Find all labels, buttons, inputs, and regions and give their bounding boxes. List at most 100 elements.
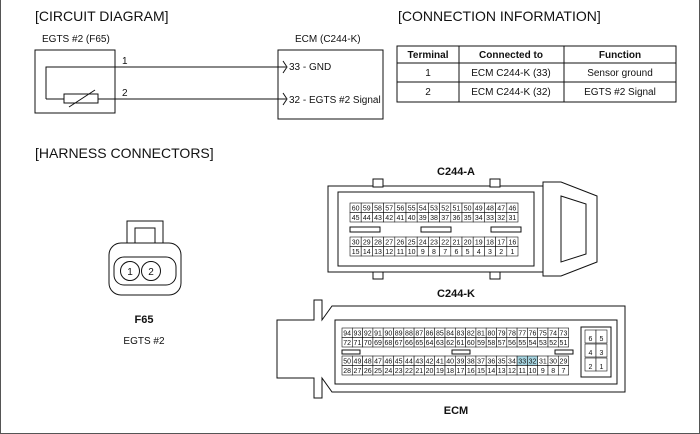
table-cell-r2-connected: ECM C244-K (32) (471, 87, 550, 98)
pin-number: 16 (509, 239, 517, 246)
pin-number: 7 (443, 249, 447, 256)
pin-number: 24 (419, 239, 427, 246)
pin-number: 12 (508, 368, 516, 375)
pin-number: 49 (475, 205, 483, 212)
pin-number: 29 (560, 358, 568, 365)
pin-number: 4 (589, 350, 593, 357)
pin-number: 53 (539, 340, 547, 347)
pin-number: 13 (374, 249, 382, 256)
pin-number: 71 (354, 340, 362, 347)
pin-number: 3 (600, 350, 604, 357)
pin-number: 33 (486, 215, 494, 222)
pin-number: 19 (475, 239, 483, 246)
pin-number: 6 (589, 336, 593, 343)
pin-number: 21 (415, 368, 423, 375)
pin-number: 41 (397, 215, 405, 222)
pin-number: 87 (415, 330, 423, 337)
pin-number: 22 (441, 239, 449, 246)
pin-number: 48 (486, 205, 494, 212)
pin-number: 12 (385, 249, 393, 256)
pin-number: 55 (408, 205, 416, 212)
pin-number: 33 (518, 358, 526, 365)
pin-number: 67 (395, 340, 403, 347)
pin-number: 5 (600, 336, 604, 343)
f65-title: F65 (135, 314, 154, 326)
pin-number: 52 (549, 340, 557, 347)
sensor-label: EGTS #2 (F65) (42, 34, 110, 45)
pin-number: 89 (395, 330, 403, 337)
pin-number: 62 (446, 340, 454, 347)
pin-number: 16 (467, 368, 475, 375)
pin-number: 90 (384, 330, 392, 337)
pin-number: 50 (464, 205, 472, 212)
pin-number: 8 (432, 249, 436, 256)
pin-number: 63 (436, 340, 444, 347)
pin-number: 23 (395, 368, 403, 375)
pin-number: 39 (419, 215, 427, 222)
pin-number: 40 (446, 358, 454, 365)
pin-number: 92 (364, 330, 372, 337)
pin-number: 15 (477, 368, 485, 375)
pin-number: 43 (374, 215, 382, 222)
ecm-title: ECM (444, 405, 468, 417)
pin-number: 59 (363, 205, 371, 212)
pin-number: 18 (486, 239, 494, 246)
pin-number: 47 (374, 358, 382, 365)
f65-subtitle: EGTS #2 (123, 336, 165, 347)
pin-number: 48 (364, 358, 372, 365)
pin-number: 1 (600, 364, 604, 371)
pin-number: 30 (549, 358, 557, 365)
pin-number: 8 (551, 368, 555, 375)
pin33-label: 33 - GND (289, 62, 331, 73)
resistor-arrow (68, 89, 96, 108)
pin-number: 35 (464, 215, 472, 222)
table-cell-r1-function: Sensor ground (587, 68, 653, 79)
pin-number: 94 (343, 330, 351, 337)
pin-number: 65 (415, 340, 423, 347)
pin-number: 13 (498, 368, 506, 375)
pin-number: 32 (497, 215, 505, 222)
pin-number: 2 (589, 364, 593, 371)
pin-number: 51 (453, 205, 461, 212)
table-cell-r2-terminal: 2 (425, 87, 431, 98)
pin-number: 32 (529, 358, 537, 365)
pin-cell (595, 343, 608, 358)
pin-number: 11 (397, 249, 404, 256)
pin-number: 17 (457, 368, 465, 375)
ecm-label: ECM (C244-K) (295, 34, 361, 45)
pin-number: 10 (529, 368, 537, 375)
pin-number: 42 (426, 358, 434, 365)
pin-number: 41 (436, 358, 444, 365)
pin-number: 73 (560, 330, 568, 337)
c244k-body (276, 299, 626, 399)
pin-number: 57 (385, 205, 393, 212)
pin-number: 55 (518, 340, 526, 347)
pin-number: 59 (477, 340, 485, 347)
table-cell-r1-terminal: 1 (425, 68, 431, 79)
wire-2-number: 2 (122, 88, 128, 99)
pin-number: 83 (457, 330, 465, 337)
pin-number: 9 (541, 368, 545, 375)
table-header-connected: Connected to (479, 50, 543, 61)
pin-number: 22 (405, 368, 413, 375)
c244a-body (327, 178, 598, 280)
pin-number: 25 (408, 239, 416, 246)
pin-number: 75 (539, 330, 547, 337)
pin-number: 78 (508, 330, 516, 337)
pin-number: 42 (385, 215, 393, 222)
connection-info-heading: [CONNECTION INFORMATION] (398, 8, 601, 24)
f65-connector: 1 2 (108, 220, 182, 296)
pin-number: 14 (487, 368, 495, 375)
pin-cell (595, 329, 608, 344)
pin-number: 38 (430, 215, 438, 222)
ecm-box (277, 49, 384, 120)
pin-number: 49 (354, 358, 362, 365)
pin-number: 79 (498, 330, 506, 337)
pin-number: 36 (453, 215, 461, 222)
pin-cell (557, 365, 569, 376)
resistor-symbol (63, 93, 99, 104)
pin-number: 27 (385, 239, 393, 246)
pin-number: 30 (352, 239, 360, 246)
